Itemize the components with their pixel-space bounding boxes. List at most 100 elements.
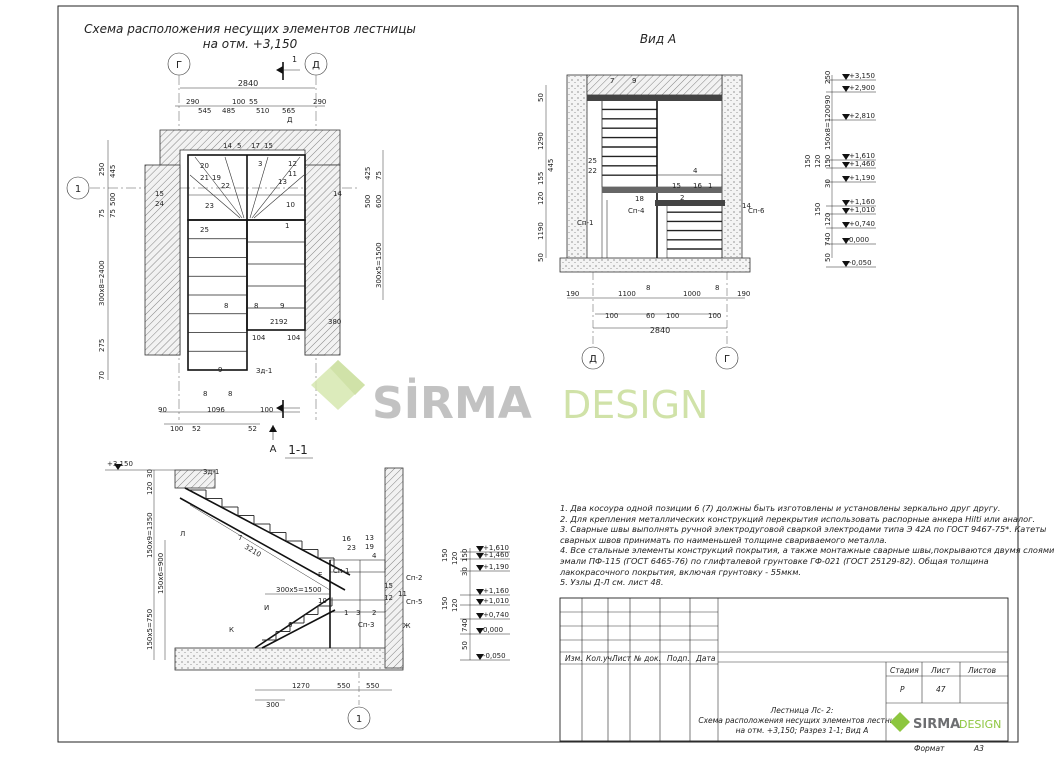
svg-text:15: 15 <box>155 190 164 198</box>
svg-text:4: 4 <box>693 167 698 175</box>
va-axis-bubble-d <box>581 346 605 370</box>
dim-right: 75 <box>375 171 383 180</box>
dim-left: 300x8=2400 <box>98 260 106 306</box>
axis-1-label: 1 <box>75 184 81 195</box>
note-line: лакокрасочного покрытия, включая грунтов… <box>560 566 802 577</box>
dim-right: 425 <box>364 167 372 180</box>
level-label: +0,740 <box>483 611 509 619</box>
level-marker <box>476 599 484 605</box>
svg-text:4: 4 <box>372 552 377 560</box>
va-dim-bottom: 1100 <box>618 290 636 298</box>
dim-bottom: 90 <box>158 406 167 414</box>
svg-text:16: 16 <box>693 182 702 190</box>
section-dim-left: 150x6=900 <box>157 553 165 594</box>
va-dim-right: 30 <box>824 179 832 188</box>
level-marker <box>842 222 850 228</box>
note-line: 1. Два косоура одной позиции 6 (7) должн… <box>560 503 1001 513</box>
section-dim-left: 150x9=1350 <box>146 512 154 558</box>
va-dim-left: 50 <box>537 93 545 102</box>
level-marker <box>842 238 850 244</box>
svg-text:К: К <box>229 626 234 634</box>
watermark-word: DESIGN <box>562 383 708 427</box>
svg-text:10: 10 <box>318 597 327 605</box>
level-label: +1,460 <box>483 551 509 559</box>
section-axis-bubble-1 <box>347 706 371 730</box>
plan-title-line2: на отм. +3,150 <box>203 37 298 51</box>
note-line: эмали ПФ-115 (ГОСТ 6465-76) по глифталев… <box>560 555 989 566</box>
section-dim-bottom: 1270 <box>292 682 310 690</box>
svg-text:7: 7 <box>238 534 242 542</box>
svg-text:19: 19 <box>365 543 374 551</box>
level-marker <box>476 589 484 595</box>
svg-text:11: 11 <box>398 590 407 598</box>
svg-text:Сп-1: Сп-1 <box>333 567 349 575</box>
svg-text:8: 8 <box>224 302 228 310</box>
svg-text:14: 14 <box>223 142 232 150</box>
svg-text:3: 3 <box>356 609 360 617</box>
dim-left: 275 <box>98 339 106 352</box>
dim-left: 75 <box>98 209 106 218</box>
level-label: +1,190 <box>849 174 875 182</box>
svg-text:23: 23 <box>347 544 356 552</box>
section-dim-right: 150 <box>441 549 449 562</box>
dim-top: 510 <box>256 107 269 115</box>
sheet-frame <box>57 5 1019 743</box>
level-label: -0,050 <box>483 652 506 660</box>
va-axis-g: Г <box>724 354 730 365</box>
tb-header: Подп. <box>667 654 690 663</box>
tb-desc-1: Лестница Лс- 2: <box>770 706 834 715</box>
level-marker <box>476 565 484 571</box>
plan-title-line1: Схема расположения несущих элементов лес… <box>84 22 416 36</box>
tb-format: А3 <box>973 744 984 753</box>
note-line: сварных швов принимать по наименьшей тол… <box>560 534 887 545</box>
svg-text:16: 16 <box>342 535 351 543</box>
level-marker <box>842 114 850 120</box>
dim-right: 300x5=1500 <box>375 242 383 288</box>
level-label: 0,000 <box>483 626 503 634</box>
svg-text:2: 2 <box>372 609 376 617</box>
svg-text:10: 10 <box>286 201 295 209</box>
svg-text:23: 23 <box>205 202 214 210</box>
section-dim-left: 150x5=750 <box>146 609 154 650</box>
va-dim-right: 150x8=1200 <box>824 104 832 150</box>
svg-text:6: 6 <box>288 621 293 629</box>
svg-text:13: 13 <box>365 534 374 542</box>
level-marker <box>842 162 850 168</box>
view-a-treads-upper <box>602 108 657 176</box>
section-dim-right: 740 <box>461 619 469 632</box>
tb-sheets-label: Листов <box>967 666 996 675</box>
stair-plan: Схема расположения несущих элементов лес… <box>66 22 416 455</box>
svg-text:25: 25 <box>200 226 209 234</box>
svg-text:1: 1 <box>344 609 348 617</box>
va-dim-bottom: 60 <box>646 312 655 320</box>
dim-left: 500 <box>109 193 117 206</box>
watermark-brand: SİRMA <box>372 376 532 429</box>
va-dim-right: 150 <box>804 155 812 168</box>
level-label: +1,610 <box>849 152 875 160</box>
section-dim-right: 150 <box>441 597 449 610</box>
dim-top: 485 <box>222 107 235 115</box>
svg-text:22: 22 <box>221 182 230 190</box>
svg-text:И: И <box>264 604 269 612</box>
section-1-1: 1-1 +3,150 Зд-1 Л 7 16 23 13 19 Е 4 <box>105 443 510 730</box>
level-marker <box>476 654 484 660</box>
level-label: +1,160 <box>849 198 875 206</box>
svg-text:8: 8 <box>203 390 207 398</box>
watermark-diamond-right <box>330 360 365 395</box>
section-dim-run: 3210 <box>243 543 262 559</box>
va-dim-left: 155 <box>537 172 545 185</box>
view-a-treads-lower <box>667 211 722 250</box>
tb-stage-label: Стадия <box>890 666 919 675</box>
watermark: SİRMA DESIGN <box>311 360 708 429</box>
section-dim-right: 120 <box>451 552 459 565</box>
va-dim-bottom: 8 <box>715 284 719 292</box>
axis-bubble-1 <box>66 176 90 200</box>
section-axis-1: 1 <box>356 714 362 725</box>
svg-text:Сп-1: Сп-1 <box>577 219 593 227</box>
svg-text:19: 19 <box>212 174 221 182</box>
tb-logo-diamond <box>890 712 910 732</box>
section-dim-run: 300x5=1500 <box>276 586 322 594</box>
tb-stage: Р <box>900 685 905 694</box>
va-dim-bottom: 190 <box>566 290 579 298</box>
va-dim-right: 120 <box>814 155 822 168</box>
